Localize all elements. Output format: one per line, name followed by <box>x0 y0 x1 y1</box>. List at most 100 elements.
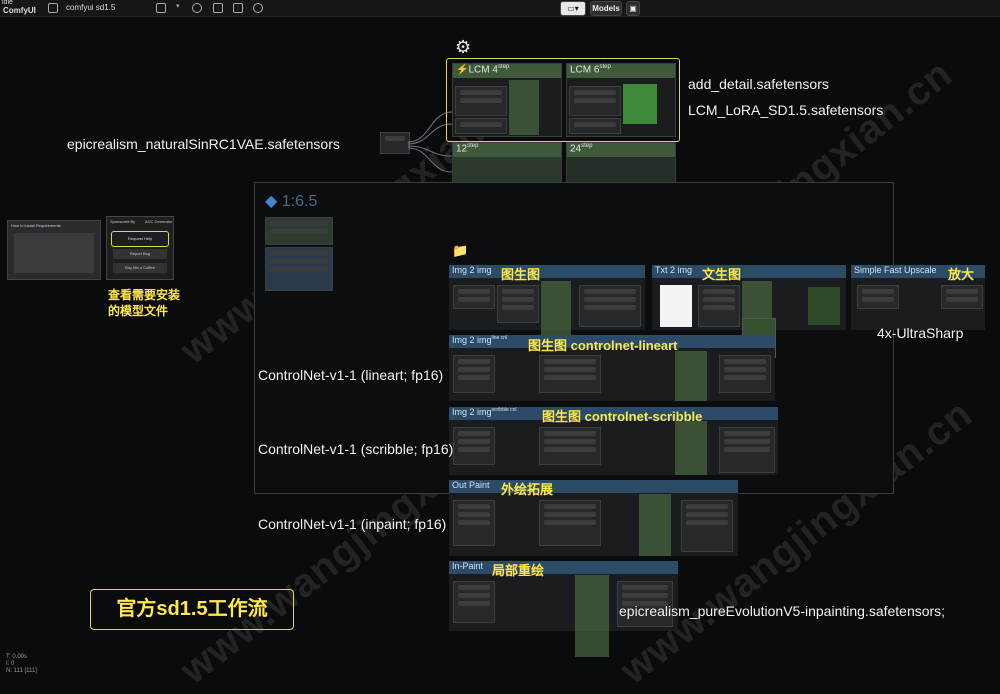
sponsor-label: Sponsored By <box>110 219 136 224</box>
node[interactable] <box>539 355 601 393</box>
inpaint-cn-label: 局部重绘 <box>492 563 545 578</box>
diamond-icon: ◆ <box>265 193 278 210</box>
node[interactable] <box>265 247 333 291</box>
install-hint-line2: 的模型文件 <box>108 304 169 318</box>
node[interactable] <box>579 285 641 327</box>
save-icon[interactable] <box>156 3 166 13</box>
group-title: Simple Fast Upscale <box>854 265 937 275</box>
node[interactable] <box>455 86 507 116</box>
lora-1-label: add_detail.safetensors <box>688 76 829 92</box>
cn-scribble-label: ControlNet-v1-1 (scribble; fp16) <box>258 441 454 457</box>
share-icon[interactable] <box>48 3 58 13</box>
group-title-sup: step <box>581 143 593 149</box>
install-hint-line1: 查看需要安装 <box>108 288 181 302</box>
upscale-group[interactable]: Simple Fast Upscale <box>851 265 985 330</box>
node[interactable] <box>719 355 771 393</box>
node[interactable] <box>719 427 775 473</box>
chevron-down-icon[interactable]: ▾ <box>176 3 180 10</box>
group-title: 12 <box>456 143 468 155</box>
inpaint-model-label: epicrealism_pureEvolutionV5-inpainting.s… <box>619 603 946 619</box>
node[interactable] <box>617 581 673 627</box>
forest-image-preview <box>808 287 840 325</box>
top-toolbar: idle ComfyUI comfyui sd1.5 ▾ ▭▾ Models ▣ <box>0 0 1000 17</box>
node[interactable] <box>569 86 621 116</box>
models-button[interactable]: Models <box>590 1 622 16</box>
buy-coffee-button[interactable]: Buy Me a Coffee <box>113 263 167 273</box>
group-title: In-Paint <box>452 561 484 571</box>
connection-wires <box>407 111 453 173</box>
controlnet-scribble-group[interactable]: Img 2 imgscribble cnl <box>449 407 778 475</box>
lcm-highlight <box>446 58 680 142</box>
node[interactable] <box>455 118 507 134</box>
outpaint-group[interactable]: Out Paint <box>449 480 738 556</box>
vae-model-label: epicrealism_naturalSinRC1VAE.safetensors <box>67 136 340 152</box>
app-name: ComfyUI <box>3 6 36 15</box>
lcm-6-step-group[interactable]: LCM 6step <box>566 63 676 137</box>
lora-2-label: LCM_LoRA_SD1.5.safetensors <box>688 102 884 118</box>
node[interactable] <box>941 285 983 309</box>
render-stats: T: 0.00s I: 0 N: 111 [111] <box>6 654 37 674</box>
panel-title: How to install Requirements <box>11 223 61 228</box>
node[interactable] <box>453 285 495 309</box>
group-title: LCM 6 <box>570 64 600 76</box>
upscale-model-label: 4x-UltraSharp <box>877 325 964 341</box>
node[interactable] <box>265 217 333 245</box>
lineart-cn-label: 图生图 controlnet-lineart <box>528 338 678 353</box>
inpaint-group[interactable]: In-Paint <box>449 561 678 657</box>
lcm-4-step-group[interactable]: ⚡LCM 4step <box>452 63 562 137</box>
node[interactable] <box>453 581 495 623</box>
export-icon[interactable] <box>233 3 243 13</box>
cn-inpaint-label: ControlNet-v1-1 (inpaint; fp16) <box>258 516 447 532</box>
group-title: Img 2 img <box>452 265 492 275</box>
report-bug-button[interactable]: Report Bug <box>113 249 167 259</box>
node[interactable] <box>453 427 495 465</box>
refresh-icon[interactable] <box>192 3 202 13</box>
sponsor-name: ACC Generator <box>145 219 173 224</box>
img2img-group[interactable]: Img 2 img <box>449 265 645 351</box>
node[interactable] <box>497 285 539 323</box>
blank-image-preview <box>660 285 692 327</box>
ratio-group-title: ◆ 1:6.5 <box>265 193 318 210</box>
gear-icon[interactable]: ⚙ <box>455 37 472 57</box>
workflow-title-box: 官方sd1.5工作流 <box>90 589 294 630</box>
edit-icon[interactable] <box>213 3 223 13</box>
img2img-cn-label: 图生图 <box>501 267 541 282</box>
panel-content <box>14 233 94 273</box>
group-title-sup: step <box>467 143 479 149</box>
screenshot-button[interactable]: ▣ <box>626 1 640 16</box>
node[interactable] <box>857 285 899 309</box>
controlnet-lineart-group[interactable]: Img 2 imgline cnl <box>449 335 775 401</box>
outpaint-cn-label: 外绘拓展 <box>501 482 554 497</box>
cn-lineart-label: ControlNet-v1-1 (lineart; fp16) <box>258 367 444 383</box>
group-title: Img 2 img <box>452 335 492 345</box>
folder-menu-button[interactable]: ▭▾ <box>560 1 586 16</box>
workflow-title: 官方sd1.5工作流 <box>116 598 268 620</box>
sponsor-panel[interactable]: Sponsored By ACC Generator Request Help … <box>106 216 174 280</box>
node[interactable] <box>698 285 740 327</box>
request-help-button[interactable]: Request Help <box>111 231 169 247</box>
group-title: Txt 2 img <box>655 265 693 275</box>
group-title-sup: scribble cnl <box>491 407 517 413</box>
group-title: Out Paint <box>452 480 490 490</box>
folder-icon: 📁 <box>452 243 469 258</box>
node[interactable] <box>569 118 621 134</box>
group-title-sup: line cnl <box>491 335 508 341</box>
group-title-sup: step <box>599 64 611 70</box>
group-title: LCM 4 <box>468 64 498 76</box>
install-requirements-panel[interactable]: How to install Requirements <box>7 220 101 280</box>
checkpoint-loader-node[interactable] <box>380 132 410 154</box>
node[interactable] <box>681 500 733 552</box>
group-title-sup: step <box>497 64 510 70</box>
group-title: 24 <box>570 143 582 155</box>
scribble-cn-label: 图生图 controlnet-scribble <box>542 409 703 424</box>
clear-icon[interactable] <box>253 3 263 13</box>
group-title: Img 2 img <box>452 407 492 417</box>
workflow-name[interactable]: comfyui sd1.5 <box>66 3 116 12</box>
txt2img-cn-label: 文生图 <box>702 267 742 282</box>
txt2img-group[interactable]: Txt 2 img <box>652 265 846 330</box>
node[interactable] <box>453 355 495 393</box>
node[interactable] <box>539 500 601 546</box>
preview-image <box>623 84 657 124</box>
node[interactable] <box>539 427 601 465</box>
node[interactable] <box>453 500 495 546</box>
